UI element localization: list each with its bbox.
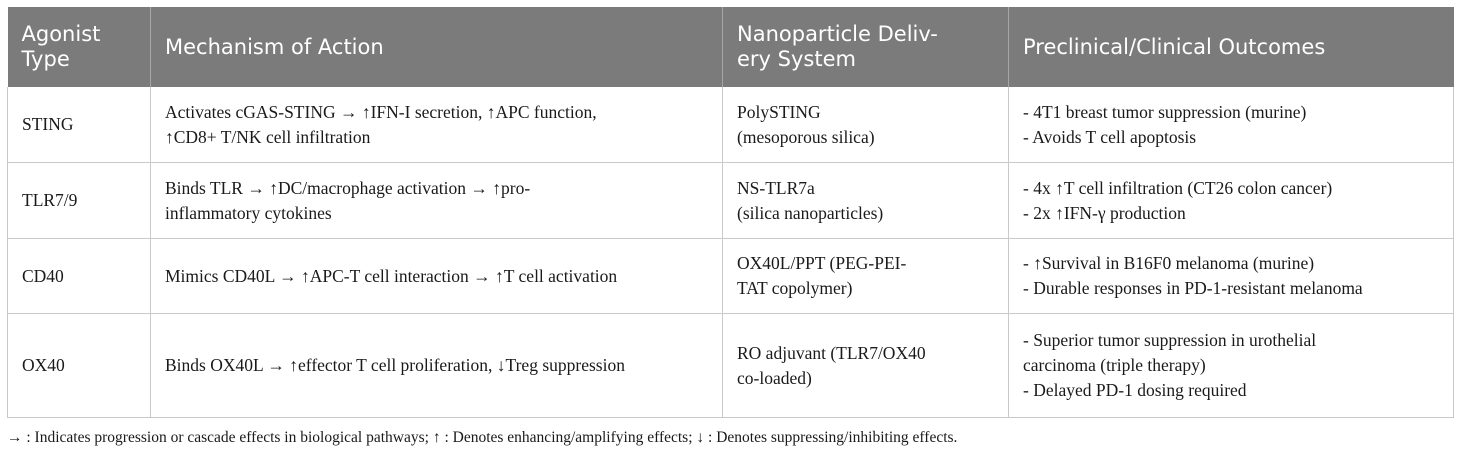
table-row: TLR7/9 Binds TLR → ↑DC/macrophage activa… bbox=[7, 162, 1454, 239]
cell-outcomes: - Superior tumor suppression in urotheli… bbox=[1008, 313, 1454, 418]
cell-mechanism: Mimics CD40L → ↑APC-T cell interaction →… bbox=[150, 238, 723, 314]
cell-delivery: RO adjuvant (TLR7/OX40 co-loaded) bbox=[722, 313, 1009, 418]
cell-agonist: OX40 bbox=[7, 313, 151, 418]
cell-agonist: TLR7/9 bbox=[7, 162, 151, 239]
header-agonist-type: Agonist Type bbox=[7, 7, 151, 87]
table-row: CD40 Mimics CD40L → ↑APC-T cell interact… bbox=[7, 238, 1454, 314]
cell-outcomes: - 4T1 breast tumor suppression (murine) … bbox=[1008, 87, 1454, 163]
cell-outcomes: - 4x ↑T cell infiltration (CT26 colon ca… bbox=[1008, 162, 1454, 239]
cell-delivery: NS-TLR7a (silica nanoparticles) bbox=[722, 162, 1009, 239]
cell-mechanism: Binds TLR → ↑DC/macrophage activation → … bbox=[150, 162, 723, 239]
cell-delivery: PolySTING (mesoporous silica) bbox=[722, 87, 1009, 163]
table-header-row: Agonist Type Mechanism of Action Nanopar… bbox=[7, 7, 1454, 87]
table-row: OX40 Binds OX40L → ↑effector T cell prol… bbox=[7, 313, 1454, 418]
cell-agonist: STING bbox=[7, 87, 151, 163]
table-row: STING Activates cGAS-STING → ↑IFN-I secr… bbox=[7, 87, 1454, 163]
header-outcomes: Preclinical/Clinical Outcomes bbox=[1008, 7, 1454, 87]
header-delivery-system: Nanoparticle Deliv- ery System bbox=[722, 7, 1009, 87]
cell-outcomes: - ↑Survival in B16F0 melanoma (murine) -… bbox=[1008, 238, 1454, 314]
cell-agonist: CD40 bbox=[7, 238, 151, 314]
cell-mechanism: Binds OX40L → ↑effector T cell prolifera… bbox=[150, 313, 723, 418]
cell-delivery: OX40L/PPT (PEG-PEI- TAT copolymer) bbox=[722, 238, 1009, 314]
agonist-table: Agonist Type Mechanism of Action Nanopar… bbox=[7, 7, 1454, 418]
cell-mechanism: Activates cGAS-STING → ↑IFN-I secretion,… bbox=[150, 87, 723, 163]
table-footnote: → : Indicates progression or cascade eff… bbox=[7, 429, 958, 446]
header-mechanism: Mechanism of Action bbox=[150, 7, 723, 87]
